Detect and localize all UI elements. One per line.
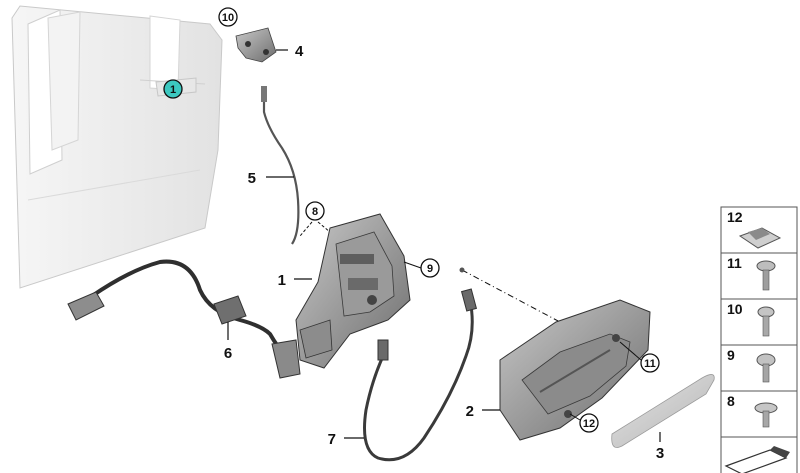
callout-10-top-label: 10	[222, 12, 234, 24]
legend-label-10: 10	[727, 301, 743, 317]
callout-1-highlight[interactable]: 1	[163, 79, 183, 99]
callout-8-mid-label: 8	[312, 206, 318, 218]
handle-carrier	[499, 299, 651, 441]
callout-6-label[interactable]: 6	[224, 345, 232, 362]
callout-4-label[interactable]: 4	[295, 43, 304, 60]
torx-screw-icon	[757, 306, 775, 337]
locking-rod	[261, 86, 300, 245]
callout-5-label[interactable]: 5	[248, 170, 256, 187]
callout-11-mid-label: 11	[644, 358, 656, 370]
callout-10-top[interactable]: 10	[218, 7, 238, 27]
door-lock-assembly	[295, 213, 411, 369]
callout-2-label[interactable]: 2	[466, 403, 474, 420]
fastener-legend: 12 11 10 9 8	[720, 206, 798, 473]
pan-screw-icon	[756, 353, 776, 383]
callout-12-mid-label: 12	[583, 418, 595, 430]
rear-door-panel	[11, 5, 223, 289]
callout-8-mid[interactable]: 8	[305, 201, 325, 221]
legend-label-9: 9	[727, 347, 735, 363]
reference-arrow-icon	[724, 446, 790, 473]
callout-3-label[interactable]: 3	[656, 445, 664, 462]
striker-part	[235, 27, 277, 63]
wiring-harness	[67, 259, 301, 379]
trim-strip	[611, 374, 715, 448]
legend-label-12: 12	[727, 209, 743, 225]
callout-1-lock-label[interactable]: 1	[278, 272, 286, 289]
wafer-screw-icon	[754, 402, 778, 428]
callout-9-mid-label: 9	[427, 263, 433, 275]
legend-label-8: 8	[727, 393, 735, 409]
callout-9-mid[interactable]: 9	[420, 258, 440, 278]
clip-nut-icon	[738, 227, 782, 249]
callout-7-label[interactable]: 7	[328, 431, 336, 448]
callout-1-label: 1	[170, 84, 176, 96]
legend-label-11: 11	[727, 255, 742, 271]
callout-12-mid[interactable]: 12	[579, 413, 599, 433]
flange-bolt-icon	[756, 260, 776, 291]
bowden-cable	[363, 288, 478, 462]
callout-11-mid[interactable]: 11	[640, 353, 660, 373]
